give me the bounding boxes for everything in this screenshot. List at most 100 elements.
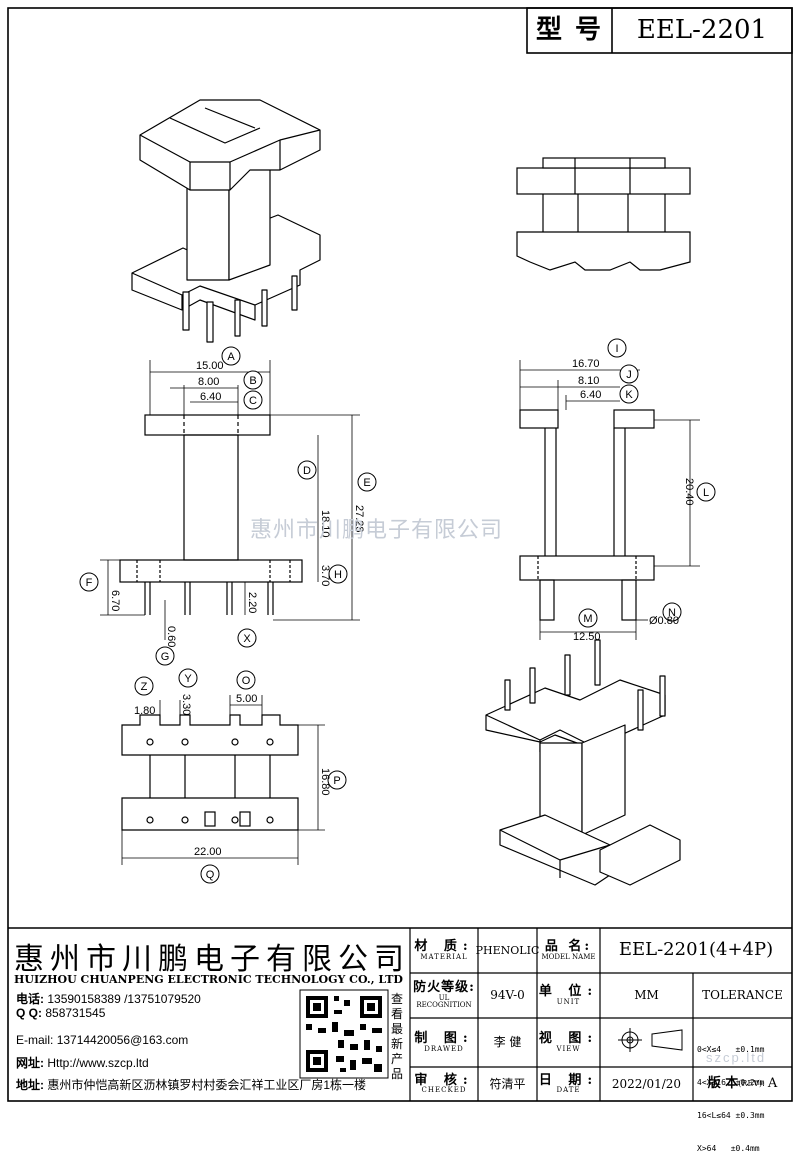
qr-caption: 查看最新产品 bbox=[391, 992, 404, 1081]
callout-b: B bbox=[249, 375, 256, 387]
dim-m: 12.50 bbox=[573, 631, 601, 643]
drawing-sheet: A B C D E F H X G I J K L M N Z Y O P Q … bbox=[7, 7, 793, 1102]
dim-f: 6.70 bbox=[109, 590, 121, 611]
qq-value: 858731545 bbox=[45, 1006, 106, 1020]
dim-l: 20.40 bbox=[683, 478, 695, 506]
unit-value: MM bbox=[634, 988, 659, 1003]
revision-label: 版 本 bbox=[707, 1076, 739, 1092]
revision-sub: (REV): bbox=[738, 1078, 765, 1088]
web-link[interactable]: Http://www.szcp.ltd bbox=[47, 1056, 149, 1070]
dim-y: 3.30 bbox=[180, 694, 192, 715]
unit-label-cell: 单 位: UNIT bbox=[537, 973, 600, 1018]
model-name-sub: MODEL NAME bbox=[541, 952, 596, 961]
checked-sub: CHECKED bbox=[421, 1086, 467, 1095]
dim-o: 5.00 bbox=[236, 693, 257, 705]
tolerance-row: 0<X≤4 ±0.1mm bbox=[697, 1045, 765, 1054]
view-label-cell: 视 图: VIEW bbox=[537, 1018, 600, 1067]
email-label: E-mail: bbox=[16, 1033, 54, 1047]
iso-view-bottom bbox=[485, 639, 681, 886]
callout-j: J bbox=[626, 369, 632, 381]
drawn-sub: DRAWED bbox=[424, 1044, 464, 1053]
date-label-cell: 日 期: DATE bbox=[537, 1067, 600, 1101]
callout-e: E bbox=[363, 477, 370, 489]
tolerance-row: 4<X≤16 ±0.2mm bbox=[697, 1078, 765, 1087]
material-sub: MATERIAL bbox=[420, 952, 468, 961]
address-label: 地址: bbox=[16, 1078, 44, 1092]
model-number: EEL-2201 bbox=[636, 14, 768, 45]
callout-markers bbox=[79, 338, 716, 884]
material-label: 材 质: bbox=[414, 939, 474, 954]
email-line: E-mail: 13714420056@163.com bbox=[16, 1033, 188, 1047]
dim-x: 2.20 bbox=[246, 592, 258, 613]
dim-e: 27.28 bbox=[353, 505, 365, 533]
callout-letters: A B C D E F H X G I J K L M N Z Y O P Q bbox=[86, 343, 709, 881]
drawn-label: 制 图: bbox=[414, 1031, 474, 1046]
title-block-grid bbox=[8, 927, 792, 1101]
site-watermark: szcp.ltd bbox=[706, 1050, 767, 1065]
callout-o: O bbox=[242, 675, 251, 687]
callout-k: K bbox=[625, 389, 633, 401]
material-label-cell: 材 质: MATERIAL bbox=[410, 928, 478, 973]
side-view-right bbox=[519, 360, 700, 640]
email-value[interactable]: 13714420056@163.com bbox=[56, 1033, 189, 1047]
dim-j: 8.10 bbox=[578, 375, 599, 387]
company-name-cn: 惠州市川鹏电子有限公司 bbox=[14, 942, 410, 977]
dim-c: 6.40 bbox=[200, 391, 221, 403]
ul-sub: UL RECOGNITION bbox=[416, 993, 472, 1010]
dim-q: 22.00 bbox=[194, 846, 222, 858]
dim-d: 18.10 bbox=[319, 510, 331, 538]
projection-symbol-icon bbox=[618, 1028, 683, 1052]
model-name-value: EEL-2201(4+4P) bbox=[618, 939, 774, 961]
tolerance-label: TOLERANCE bbox=[702, 988, 783, 1003]
iso-view-top bbox=[131, 99, 321, 343]
qr-code-icon bbox=[299, 989, 389, 1079]
callout-d: D bbox=[303, 465, 311, 477]
drawn-label-cell: 制 图: DRAWED bbox=[410, 1018, 478, 1067]
dim-p: 16.80 bbox=[319, 768, 331, 796]
model-name-label: 品 名: bbox=[544, 939, 593, 954]
dim-z: 1.80 bbox=[134, 705, 155, 717]
model-name-label-cell: 品 名: MODEL NAME bbox=[537, 928, 600, 973]
dim-g: 0.60 bbox=[165, 626, 177, 647]
date-label: 日 期: bbox=[538, 1072, 599, 1088]
dimension-values: 15.00 8.00 6.40 18.10 27.28 6.70 3.70 2.… bbox=[109, 358, 695, 858]
dim-i: 16.70 bbox=[572, 358, 600, 370]
model-type-label: 型 号 bbox=[535, 14, 604, 45]
address-value: 惠州市仲恺高新区沥林镇罗村村委会汇祥工业区厂房1栋一楼 bbox=[47, 1078, 367, 1092]
callout-g: G bbox=[161, 651, 170, 663]
phone-label: 电话: bbox=[16, 992, 44, 1006]
material-value: PHENOLIC bbox=[475, 943, 540, 957]
view-sub: VIEW bbox=[556, 1044, 581, 1053]
phone-value: 13590158389 /13751079520 bbox=[47, 992, 201, 1006]
address-line: 地址: 惠州市仲恺高新区沥林镇罗村村委会汇祥工业区厂房1栋一楼 bbox=[16, 1076, 366, 1093]
view-label: 视 图: bbox=[538, 1031, 599, 1046]
checker-value: 符清平 bbox=[489, 1076, 526, 1091]
callout-i: I bbox=[615, 343, 618, 355]
dim-n: Ø0.80 bbox=[649, 615, 679, 627]
callout-l: L bbox=[703, 487, 709, 499]
ul-label-cell: 防火等级: UL RECOGNITION bbox=[410, 973, 478, 1018]
company-name-en: HUIZHOU CHUANPENG ELECTRONIC TECHNOLOGY … bbox=[14, 973, 403, 986]
callout-p: P bbox=[333, 775, 340, 787]
checked-label: 审 核: bbox=[414, 1072, 474, 1088]
callout-y: Y bbox=[184, 673, 192, 685]
ul-value: 94V-0 bbox=[490, 988, 525, 1003]
callout-m: M bbox=[583, 613, 592, 625]
header-model-box bbox=[526, 7, 793, 54]
qq-line: Q Q: 858731545 bbox=[16, 1006, 105, 1020]
ul-label: 防火等级: bbox=[413, 980, 475, 996]
callout-f: F bbox=[86, 577, 93, 589]
dim-h: 3.70 bbox=[319, 565, 331, 586]
tolerance-row: X>64 ±0.4mm bbox=[697, 1144, 760, 1153]
callout-q: Q bbox=[206, 869, 215, 881]
checked-label-cell: 审 核: CHECKED bbox=[410, 1067, 478, 1101]
date-sub: DATE bbox=[556, 1086, 581, 1095]
callout-n: N bbox=[668, 607, 676, 619]
web-label: 网址: bbox=[16, 1056, 44, 1070]
callout-c: C bbox=[249, 395, 257, 407]
plan-view bbox=[121, 695, 325, 865]
revision-cell: 版 本 (REV): A bbox=[693, 1067, 792, 1101]
callout-h: H bbox=[334, 569, 342, 581]
phone-line: 电话: 13590158389 /13751079520 bbox=[16, 990, 201, 1007]
web-line: 网址: Http://www.szcp.ltd bbox=[16, 1054, 149, 1071]
